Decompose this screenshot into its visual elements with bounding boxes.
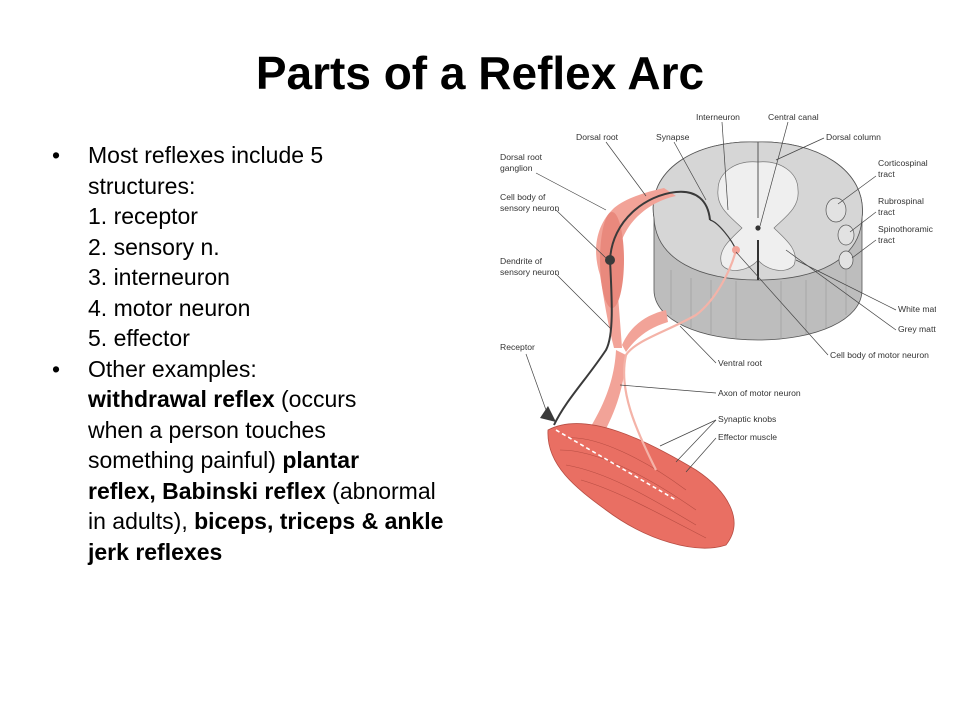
label-receptor: Receptor [500,342,535,352]
text: 2. sensory n. [88,233,220,260]
neurons [540,190,740,471]
label-cell-body-motor: Cell body of motor neuron [830,350,929,360]
bullet-line: structures: [88,171,512,202]
bullet-line: when a person touches [88,415,512,446]
label-spinothalamic-1: Spinothoramic [878,224,934,234]
diagram-labels: Interneuron Central canal Dorsal root Sy… [500,112,936,473]
bullet-line: Other examples: [88,354,512,385]
label-cell-body-sensory-1: Cell body of [500,192,546,202]
text: something painful) [88,447,283,473]
label-dorsal-root-ganglion-2: ganglion [500,163,533,173]
bullet-line: 3. interneuron [88,262,512,293]
text: structures: [88,172,196,199]
bullet-line: jerk reflexes [88,537,512,568]
effector-muscle [547,423,735,549]
bullet-item: • Most reflexes include 5 structures: 1. re… [52,140,512,354]
bold-text: jerk reflexes [88,538,223,565]
label-axon-motor: Axon of motor neuron [718,388,801,398]
bullet-line: Most reflexes include 5 [88,140,512,171]
bullet-dot: • [52,355,61,382]
bullet-line: in adults), biceps, triceps & ankle [88,506,512,537]
bullet-list: • Most reflexes include 5 structures: 1. re… [52,140,512,567]
bullet-line: 2. sensory n. [88,232,512,263]
bullet-line: 1. receptor [88,201,512,232]
bold-text: plantar [282,447,360,473]
label-corticospinal-1: Corticospinal [878,158,928,168]
label-interneuron: Interneuron [696,112,740,122]
label-rubrospinal-1: Rubrospinal [878,196,924,206]
label-synapse: Synapse [656,132,690,142]
slide-title: Parts of a Reflex Arc [255,47,705,99]
bold-text: biceps, triceps & ankle [194,508,444,534]
text: 1. receptor [88,203,198,229]
bullet-item: •Other examples:withdrawal reflex (occur… [52,354,512,568]
label-cell-body-sensory-2: sensory neuron [500,203,559,213]
label-central-canal: Central canal [768,112,819,122]
text: in adults), [88,508,195,534]
text: when a person touches [88,416,326,443]
label-white-matter: White matter [898,304,936,314]
bullet-line: reflex, Babinski reflex (abnormal [88,476,512,507]
label-dorsal-root-ganglion-1: Dorsal root [500,152,543,162]
spinal-cord [652,141,863,341]
label-dorsal-column: Dorsal column [826,132,881,142]
label-grey-matter: Grey matter [898,324,936,334]
bullet-line: withdrawal reflex (occurs [88,384,512,415]
label-rubrospinal-2: tract [878,207,895,217]
bullet-line: 4. motor neuron [88,293,512,324]
text: 5. effector [88,325,190,351]
bullet-dot: • [52,142,61,168]
text: 3. interneuron [88,264,230,290]
label-spinothalamic-2: tract [878,235,895,245]
bullet-line: something painful) plantar [88,445,512,476]
bullet-line: 5. effector [88,323,512,354]
label-synaptic-knobs: Synaptic knobs [718,414,776,424]
label-ventral-root: Ventral root [718,358,763,368]
text: (occurs [274,386,357,412]
text: Most reflexes include 5 [88,142,324,168]
bold-text: reflex, Babinski reflex [88,477,326,504]
text: (abnormal [325,477,436,504]
bold-text: withdrawal reflex [88,386,275,412]
label-dendrite-2: sensory neuron [500,267,559,277]
text: 4. motor neuron [88,294,251,321]
label-dendrite-1: Dendrite of [500,256,543,266]
text: Other examples: [88,355,257,382]
label-effector-muscle: Effector muscle [718,432,777,442]
label-dorsal-root: Dorsal root [576,132,619,142]
reflex-arc-diagram: Interneuron Central canal Dorsal root Sy… [500,112,936,549]
label-corticospinal-2: tract [878,169,895,179]
